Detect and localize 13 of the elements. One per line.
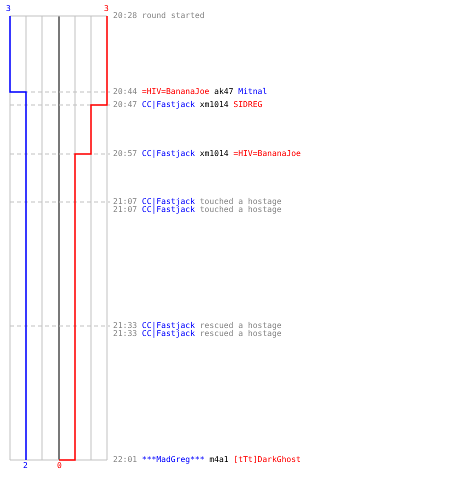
event-line: 20:44 =HIV=BananaJoe ak47 Mitnal (113, 88, 268, 96)
event-line: 21:07 CC|Fastjack touched a hostage (113, 206, 282, 214)
event-line: 20:57 CC|Fastjack xm1014 =HIV=BananaJoe (113, 150, 301, 158)
event-line: 21:33 CC|Fastjack rescued a hostage (113, 330, 282, 338)
event-line: 21:07 CC|Fastjack touched a hostage (113, 198, 282, 206)
count-label: 2 (23, 462, 28, 470)
event-line: 21:33 CC|Fastjack rescued a hostage (113, 322, 282, 330)
event-line: 20:28 round started (113, 12, 205, 20)
count-label: 0 (57, 462, 62, 470)
count-label: 3 (6, 5, 11, 13)
count-label: 3 (104, 5, 109, 13)
event-line: 22:01 ***MadGreg*** m4a1 [tTt]DarkGhost (113, 456, 301, 464)
event-line: 20:47 CC|Fastjack xm1014 SIDREG (113, 101, 262, 109)
